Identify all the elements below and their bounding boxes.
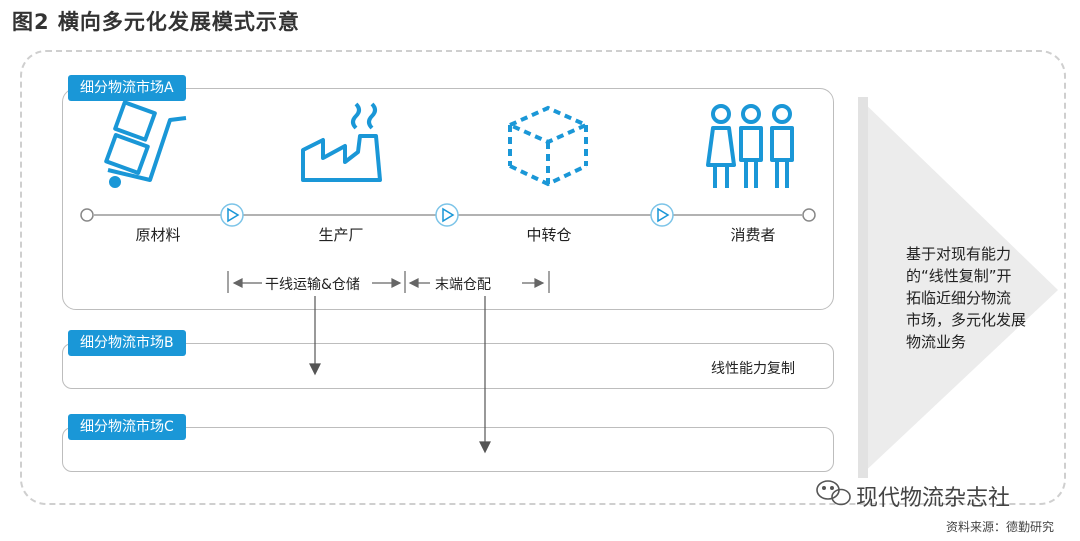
flow-play-node [650, 203, 674, 227]
stage-label-factory: 生产厂 [318, 226, 364, 244]
segment-bracket-trunk [227, 271, 406, 293]
stage-label-raw-material: 原材料 [135, 226, 181, 244]
stage-label-transit-warehouse: 中转仓 [526, 226, 572, 244]
factory-icon [301, 102, 382, 182]
wechat-icon [816, 480, 851, 506]
down-arrow-to-b [309, 296, 321, 376]
people-icon [706, 104, 794, 188]
segment-bracket-lastmile [408, 271, 550, 293]
market-a-tag: 细分物流市场A [68, 75, 186, 101]
side-note-line: 基于对现有能力 [906, 245, 1012, 263]
stage-label-consumer: 消费者 [730, 226, 776, 244]
flow-start-node [80, 208, 94, 222]
market-c-panel [62, 427, 834, 472]
down-arrow-to-c [479, 296, 491, 454]
market-c-tag: 细分物流市场C [68, 414, 186, 440]
market-b-note: 线性能力复制 [711, 361, 795, 377]
market-b-tag: 细分物流市场B [68, 330, 186, 356]
market-b-panel [62, 343, 834, 389]
side-note: 基于对现有能力 的“线性复制”开 拓临近细分物流 市场，多元化发展 物流业务 [906, 243, 1026, 353]
segment-label-trunk: 干线运输&仓储 [265, 277, 360, 293]
watermark-brand: 现代物流杂志社 [856, 486, 1011, 511]
side-note-line: 市场，多元化发展 [906, 311, 1027, 329]
side-note-line: 的“线性复制”开 [906, 267, 1012, 285]
side-note-line: 拓临近细分物流 [906, 289, 1012, 307]
figure-title: 图2 横向多元化发展模式示意 [12, 10, 300, 34]
side-note-line: 物流业务 [906, 333, 967, 351]
flow-end-node [802, 208, 816, 222]
segment-label-lastmile: 末端仓配 [435, 277, 491, 293]
dashed-cube-icon [505, 105, 591, 187]
market-a-panel [62, 88, 834, 310]
flow-play-node [435, 203, 459, 227]
outer-dashed-frame [20, 50, 1066, 505]
hand-truck-boxes-icon [104, 100, 187, 188]
flow-play-node [220, 203, 244, 227]
source-note: 资料来源：德勤研究 [946, 520, 1055, 534]
